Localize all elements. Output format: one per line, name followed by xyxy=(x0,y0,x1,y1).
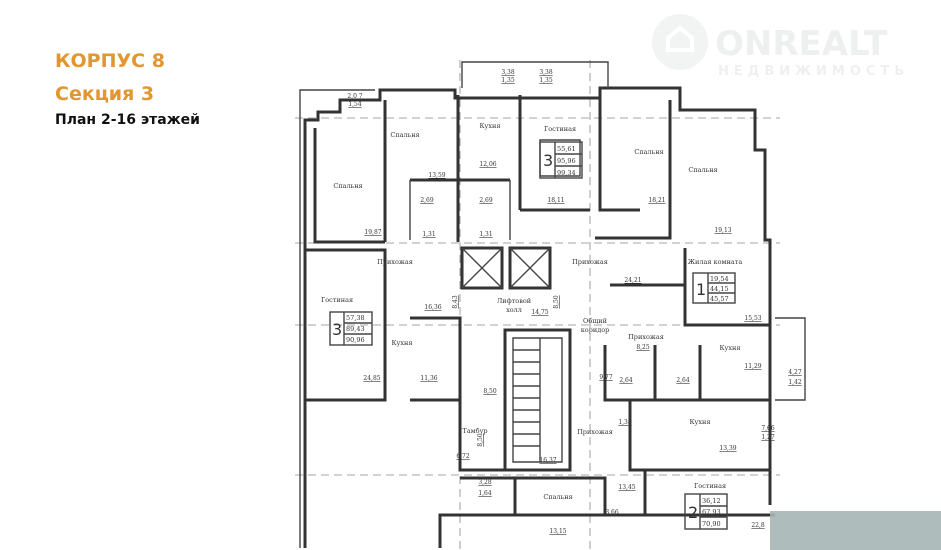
room-label: Кухня xyxy=(480,122,501,130)
area-label: 14,75 xyxy=(531,309,548,316)
area-label: 8,43 xyxy=(452,295,459,309)
building-title: КОРПУС 8 xyxy=(55,50,165,72)
apartment-total-area: 67,93 xyxy=(702,508,721,516)
room-labels: Спальня Спальня Кухня Гостиная Спальня С… xyxy=(321,122,742,501)
room-label: Лифтовой xyxy=(497,297,531,305)
room-label: Спальня xyxy=(688,166,717,174)
apartment-total-balcony-area: 45,57 xyxy=(710,295,729,303)
apartment-total-balcony-area: 99,34 xyxy=(557,169,576,177)
area-label: 8,50 xyxy=(483,388,497,395)
room-label: холл xyxy=(506,306,522,314)
area-label: 16,36 xyxy=(424,304,441,311)
room-label: Спальня xyxy=(543,493,572,501)
area-label: 13,39 xyxy=(719,445,736,452)
apartment-total-balcony-area: 70,90 xyxy=(702,520,721,528)
area-label: 24,21 xyxy=(624,277,641,284)
room-label: Спальня xyxy=(390,131,419,139)
area-label: 1,35 xyxy=(539,77,553,84)
room-label: Прихожая xyxy=(572,258,608,266)
area-label: 3,38 xyxy=(539,69,553,76)
area-label: 13,45 xyxy=(618,484,635,491)
area-label: 1,38 xyxy=(618,419,632,426)
area-label: 1,42 xyxy=(788,379,802,386)
apartment-total-area: 95,96 xyxy=(557,157,576,165)
room-label: Прихожая xyxy=(377,258,413,266)
area-label: 24,85 xyxy=(363,375,380,382)
apartment-box: 3 55,61 95,96 99,34 xyxy=(539,141,583,179)
area-label: 8,50 xyxy=(477,433,484,447)
apartment-total-area: 44,15 xyxy=(710,285,729,293)
room-label: Гостиная xyxy=(321,296,353,304)
apartment-total-area: 89,43 xyxy=(346,325,365,333)
area-label: 9,77 xyxy=(599,374,613,381)
apartment-rooms: 1 xyxy=(696,280,706,299)
area-label: 19,87 xyxy=(364,229,381,236)
area-label: 1,31 xyxy=(422,231,435,238)
apartment-box: 3 57,38 89,43 90,96 xyxy=(329,311,373,346)
apartment-box: 2 36,12 67,93 70,90 xyxy=(684,493,728,530)
area-label: 12,06 xyxy=(479,161,496,168)
apartment-box: 1 19,54 44,15 45,57 xyxy=(692,272,736,304)
area-label: 2,69 xyxy=(420,197,434,204)
area-label: 15,53 xyxy=(744,315,761,322)
area-labels: 19,87 13,59 12,06 18,11 18,21 19,13 2,69… xyxy=(347,69,802,535)
area-label: 3,28 xyxy=(478,479,492,486)
area-label: 13,59 xyxy=(428,172,445,179)
apartment-rooms: 2 xyxy=(688,503,698,522)
area-label: 1,31 xyxy=(479,231,492,238)
apartment-living-area: 36,12 xyxy=(702,497,721,505)
area-label: 8,50 xyxy=(553,295,560,309)
section-title: Секция 3 xyxy=(55,83,155,105)
watermark-logo: ONREALT НЕДВИЖИМОСТЬ xyxy=(652,14,909,79)
room-label: Прихожая xyxy=(577,428,613,436)
area-label: 6,72 xyxy=(456,453,470,460)
apartment-living-area: 57,38 xyxy=(346,314,365,322)
area-label: 4,27 xyxy=(788,369,802,376)
area-label: 1,35 xyxy=(501,77,515,84)
area-label: 11,36 xyxy=(420,375,437,382)
area-label: 1,64 xyxy=(478,490,492,497)
watermark-sub: НЕДВИЖИМОСТЬ xyxy=(718,64,909,79)
area-label: 18,21 xyxy=(648,197,665,204)
room-label: Жилая комната xyxy=(688,258,743,266)
room-label: Гостиная xyxy=(694,482,726,490)
area-label: 3,38 xyxy=(501,69,515,76)
room-label: Спальня xyxy=(634,148,663,156)
area-label: 2,0 7 xyxy=(347,93,362,100)
room-label: Кухня xyxy=(720,344,741,352)
area-label: 16,37 xyxy=(539,457,556,464)
area-label: 2,64 xyxy=(676,377,690,384)
room-label: Прихожая xyxy=(628,333,664,341)
interior-walls xyxy=(305,95,770,515)
outer-walls xyxy=(299,61,806,548)
corner-overlay xyxy=(770,511,941,550)
apartment-living-area: 19,54 xyxy=(710,275,729,283)
apartment-rooms: 3 xyxy=(332,320,342,339)
area-label: 19,13 xyxy=(714,227,731,234)
room-label: Спальня xyxy=(333,182,362,190)
area-label: 1,54 xyxy=(348,101,362,108)
plan-subtitle: План 2-16 этажей xyxy=(55,112,200,128)
area-label: 2,64 xyxy=(619,377,633,384)
room-label: Кухня xyxy=(392,339,413,347)
room-label: Общий xyxy=(583,317,607,325)
area-label: 18,11 xyxy=(547,197,564,204)
room-label: коридор xyxy=(581,326,610,334)
room-label: Тамбур xyxy=(462,427,487,435)
area-label: 3,66 xyxy=(605,509,619,516)
room-label: Гостиная xyxy=(544,125,576,133)
area-label: 22,8 xyxy=(751,522,765,529)
area-label: 1,27 xyxy=(761,434,775,441)
area-label: 13,15 xyxy=(549,528,566,535)
apartment-rooms: 3 xyxy=(543,151,553,170)
apartment-total-balcony-area: 90,96 xyxy=(346,336,365,344)
apartment-living-area: 55,61 xyxy=(557,145,576,153)
room-label: Кухня xyxy=(690,418,711,426)
area-label: 7,66 xyxy=(761,425,775,432)
area-label: 2,69 xyxy=(479,197,493,204)
area-label: 11,29 xyxy=(744,363,761,370)
area-label: 8,25 xyxy=(636,344,650,351)
watermark-brand: ONREALT xyxy=(715,24,888,64)
